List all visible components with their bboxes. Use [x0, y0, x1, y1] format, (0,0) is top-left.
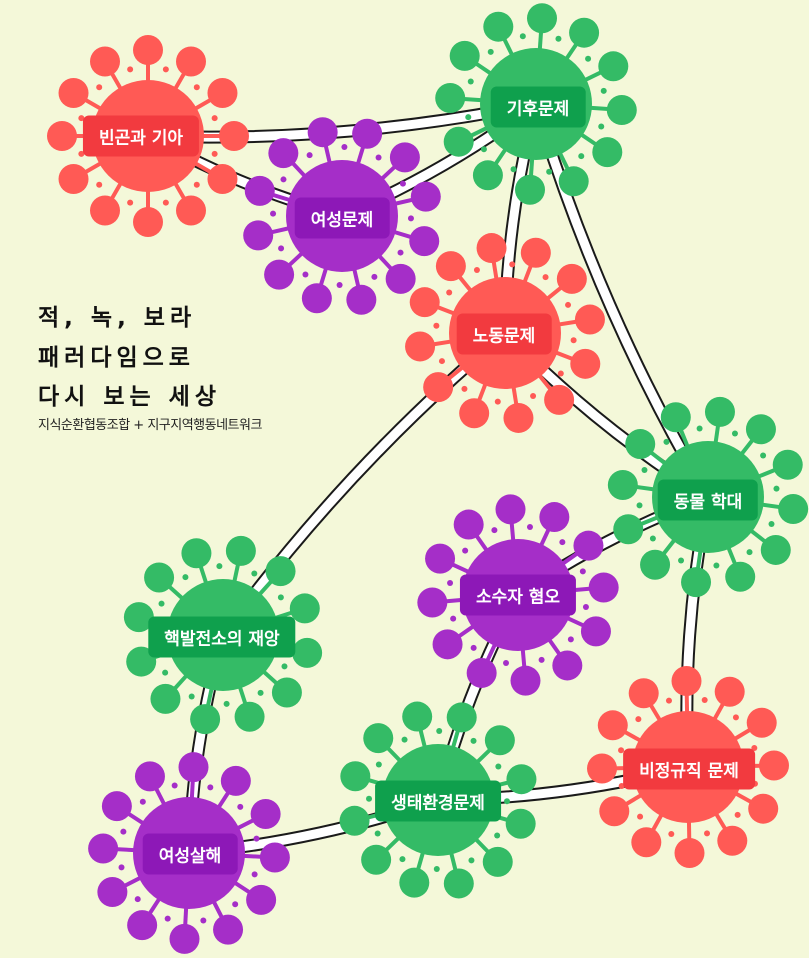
- title-line-3: 다시 보는 세상: [38, 384, 221, 410]
- node-label-animal-abuse: 동물 학대: [657, 479, 759, 521]
- node-label-climate: 기후문제: [490, 86, 586, 128]
- node-label-labor: 노동문제: [456, 313, 552, 355]
- node-label-femicide: 여성살해: [142, 833, 238, 875]
- title-line-2: 패러다임으로: [38, 345, 195, 371]
- node-label-women-issue: 여성문제: [294, 197, 390, 239]
- node-label-irregular-work: 비정규직 문제: [623, 748, 755, 790]
- node-label-poverty: 빈곤과 기아: [82, 115, 200, 157]
- node-label-nuclear-disaster: 핵발전소의 재앙: [148, 616, 296, 658]
- node-label-minority-hate: 소수자 혐오: [459, 574, 577, 616]
- title-line-1: 적, 녹, 보라: [38, 305, 197, 331]
- link-labor-nuclear-disaster: [216, 326, 512, 642]
- link-climate-animal-abuse: [529, 97, 715, 504]
- nuclear-disaster-virus-icon: [123, 535, 323, 735]
- node-label-ecosystem-destruction: 생태환경문제: [375, 780, 501, 822]
- credit-text: 지식순환협동조합 + 지구지역행동네트워크: [38, 418, 262, 433]
- femicide-virus-icon: [88, 752, 290, 954]
